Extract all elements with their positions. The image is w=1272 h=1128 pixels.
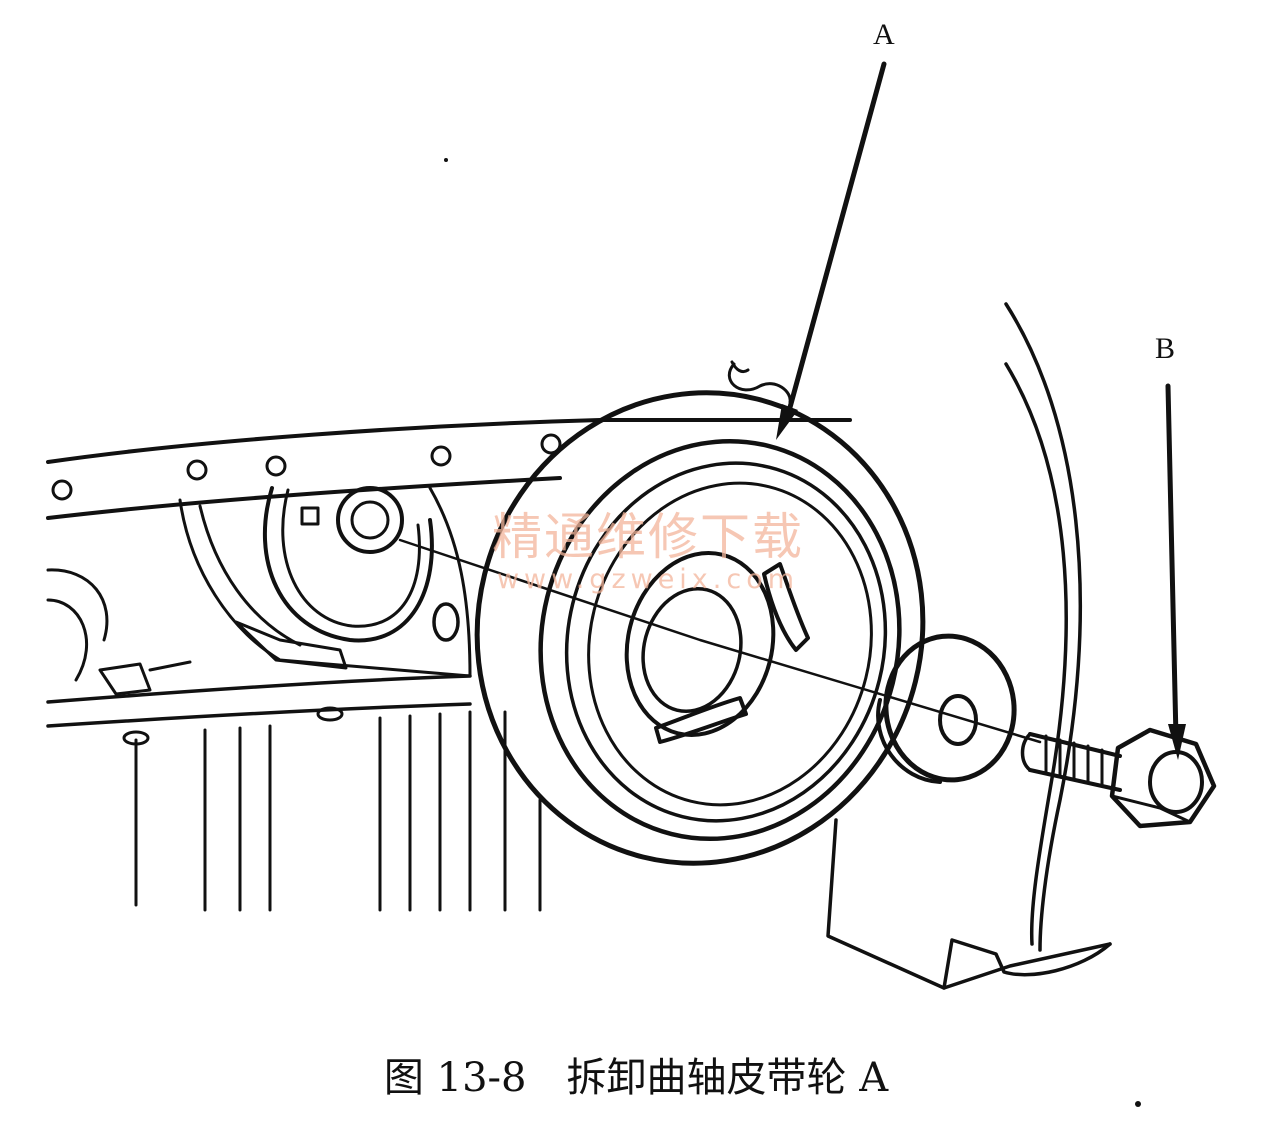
pulley-washer	[876, 633, 1017, 784]
leader-arrow-b	[1165, 383, 1186, 760]
leader-arrow-a	[776, 61, 887, 440]
inner-fender	[826, 302, 1112, 990]
cover-bolt-holes	[51, 433, 562, 501]
pulley-bolt	[1020, 727, 1217, 829]
callout-label-b: B	[1155, 332, 1176, 365]
oil-pan-fins	[98, 660, 542, 912]
crankshaft-pulley	[474, 360, 926, 866]
assembly-axis-line	[398, 538, 1042, 744]
scan-speck	[1135, 1101, 1141, 1107]
callout-label-a: A	[873, 18, 895, 51]
crankshaft-seal-area	[234, 486, 460, 670]
timing-cover	[46, 418, 852, 728]
figure-caption: 图 13-8 拆卸曲轴皮带轮 A	[383, 1055, 889, 1101]
scan-speck	[444, 158, 448, 162]
